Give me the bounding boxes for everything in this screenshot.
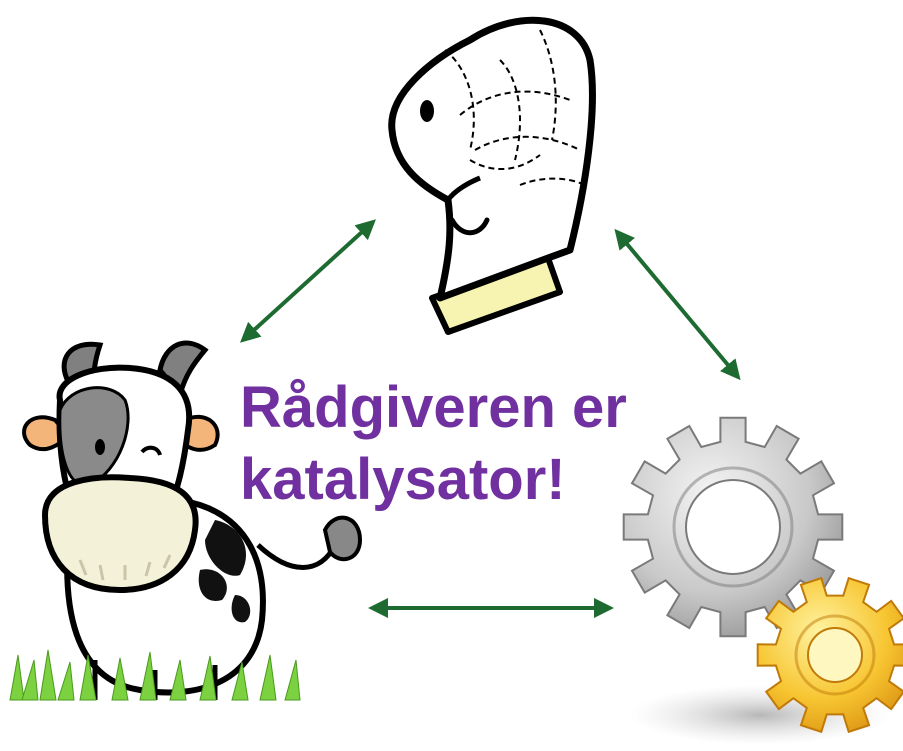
gears-icon — [622, 416, 903, 745]
gear-hole — [685, 479, 781, 575]
gear-hole — [807, 627, 863, 683]
caption-line-2: katalysator! — [240, 447, 566, 512]
cow-icon — [9, 340, 363, 701]
grey-gear-icon — [622, 416, 844, 638]
yellow-gear-icon — [756, 576, 903, 734]
arrow-cow-head — [240, 219, 376, 343]
caption-line-1: Rådgiveren er — [240, 375, 627, 440]
caption: Rådgiveren er katalysator! — [240, 372, 627, 516]
gear-ring — [672, 466, 794, 588]
gear-ring — [794, 614, 876, 696]
person-head-icon — [388, 16, 596, 335]
arrows — [240, 219, 741, 618]
arrow-head-gears — [614, 228, 741, 381]
